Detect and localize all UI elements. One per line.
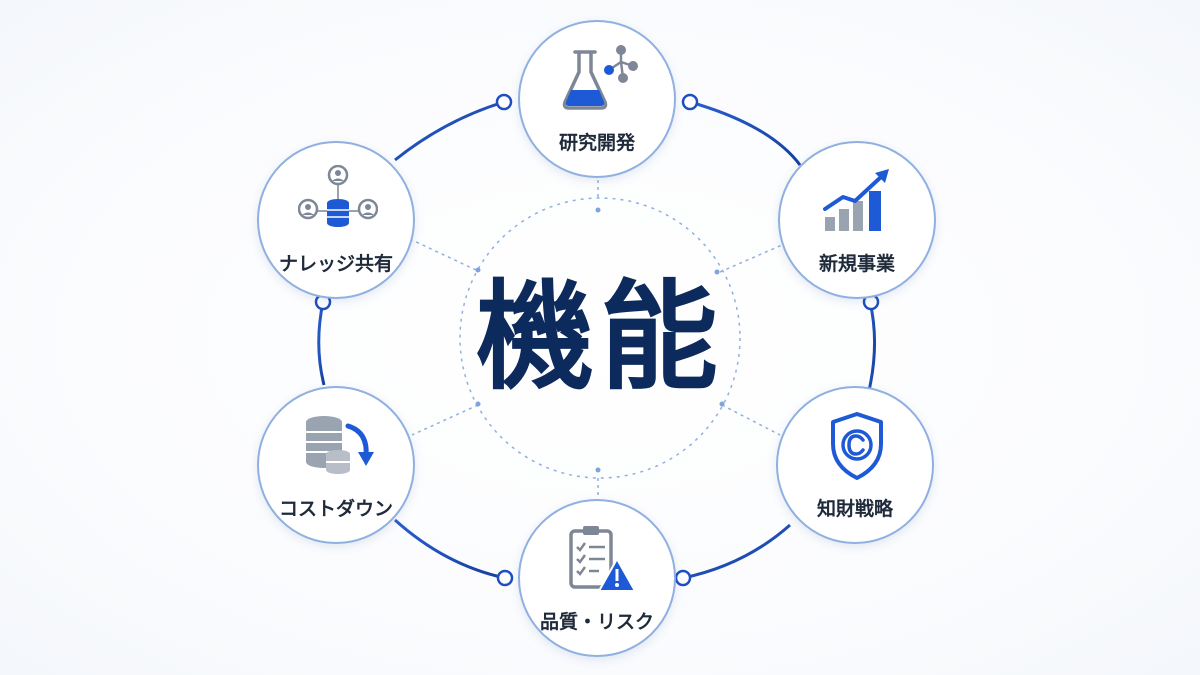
coin-stack-down-icon [306,416,374,474]
ring-arc-rd-newbiz [689,100,802,166]
ring-arc-cost-knowledge [317,301,326,386]
people-database-network-icon [298,165,378,227]
ring-dot [681,93,699,111]
node-label: コストダウン [278,498,393,520]
ring-arc-quality-cost [393,518,506,580]
spoke-cost [411,404,479,436]
inner-dot [714,269,720,275]
node-quality-risk[interactable]: 品質・リスク [518,499,676,657]
copyright-shield-icon [831,412,883,480]
inner-dot [595,467,601,473]
node-label: 研究開発 [558,132,635,154]
center-title: 機能 [475,267,724,406]
node-new-business[interactable]: 新規事業 [778,141,936,299]
growth-chart-icon [823,169,889,231]
inner-dotted-circle [459,197,741,479]
node-research-development[interactable]: 研究開発 [518,20,676,178]
spoke-knowledge [411,239,477,271]
ring-dot [496,569,514,587]
node-label: 新規事業 [818,253,895,275]
inner-dot [595,207,601,213]
checklist-warning-icon [569,526,636,592]
node-cost-down[interactable]: コストダウン [257,386,415,544]
node-label: ナレッジ共有 [278,253,393,275]
ring-arc-ip-quality [682,523,791,580]
ring-arc-newbiz-ip [866,301,876,396]
inner-dot [475,267,481,273]
inner-dot [719,401,725,407]
flask-molecule-icon [562,45,638,110]
ring-arc-knowledge-rd [394,100,505,162]
node-knowledge-sharing[interactable]: ナレッジ共有 [257,141,415,299]
inner-dot [475,401,481,407]
node-label: 知財戦略 [816,498,893,520]
ring-dot [674,569,692,587]
node-ip-strategy[interactable]: 知財戦略 [776,386,934,544]
node-label: 品質・リスク [539,611,654,633]
spoke-newbiz [719,244,783,273]
ring-dot [495,93,513,111]
